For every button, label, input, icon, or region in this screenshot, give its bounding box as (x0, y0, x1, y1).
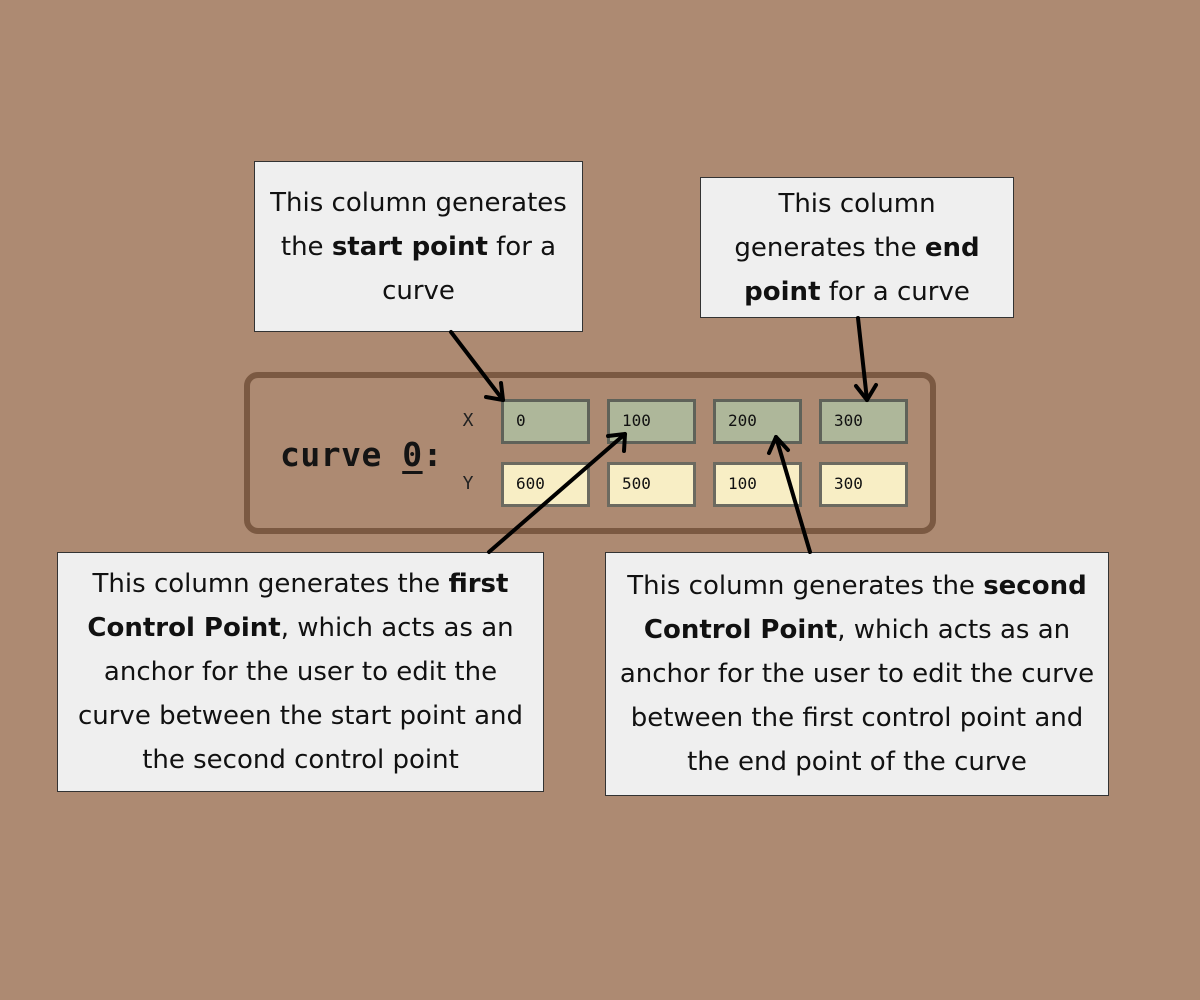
callout-first-bold: first Control Point (87, 569, 509, 643)
callout-second-control-point: This column generates the second Control… (605, 552, 1109, 796)
callout-start-text: This column generates the (270, 187, 567, 262)
x-input-start[interactable]: 0 (501, 399, 590, 444)
x-axis-label: X (462, 410, 474, 431)
callout-first-control-point: This column generates the first Control … (57, 552, 544, 792)
callout-end-text: This column generates the (734, 188, 936, 263)
callout-second-bold: second Control Point (643, 571, 1087, 645)
x-input-end[interactable]: 300 (819, 399, 908, 444)
callout-start-point: This column generates the start point fo… (254, 161, 583, 332)
callout-second-tail: , which acts as an anchor for the user t… (619, 615, 1095, 777)
y-input-start[interactable]: 600 (501, 462, 590, 507)
curve-title: curve 0: (280, 432, 443, 478)
curve-colon: : (422, 435, 443, 474)
y-axis-label: Y (462, 473, 474, 494)
callout-second-text: This column generates the (627, 571, 984, 601)
x-input-control1[interactable]: 100 (607, 399, 696, 444)
y-input-control1[interactable]: 500 (607, 462, 696, 507)
y-input-end[interactable]: 300 (819, 462, 908, 507)
callout-end-bold: end point (744, 232, 980, 307)
callout-first-text: This column generates the (92, 569, 449, 599)
curve-number: 0 (402, 435, 423, 474)
curve-label-text: curve (280, 435, 382, 474)
callout-end-point: This column generates the end point for … (700, 177, 1014, 318)
callout-start-bold: start point (331, 231, 488, 262)
callout-start-tail: for a curve (382, 231, 557, 306)
callout-first-tail: , which acts as an anchor for the user t… (77, 613, 524, 775)
callout-end-tail: for a curve (820, 276, 970, 307)
y-input-control2[interactable]: 100 (713, 462, 802, 507)
x-input-control2[interactable]: 200 (713, 399, 802, 444)
